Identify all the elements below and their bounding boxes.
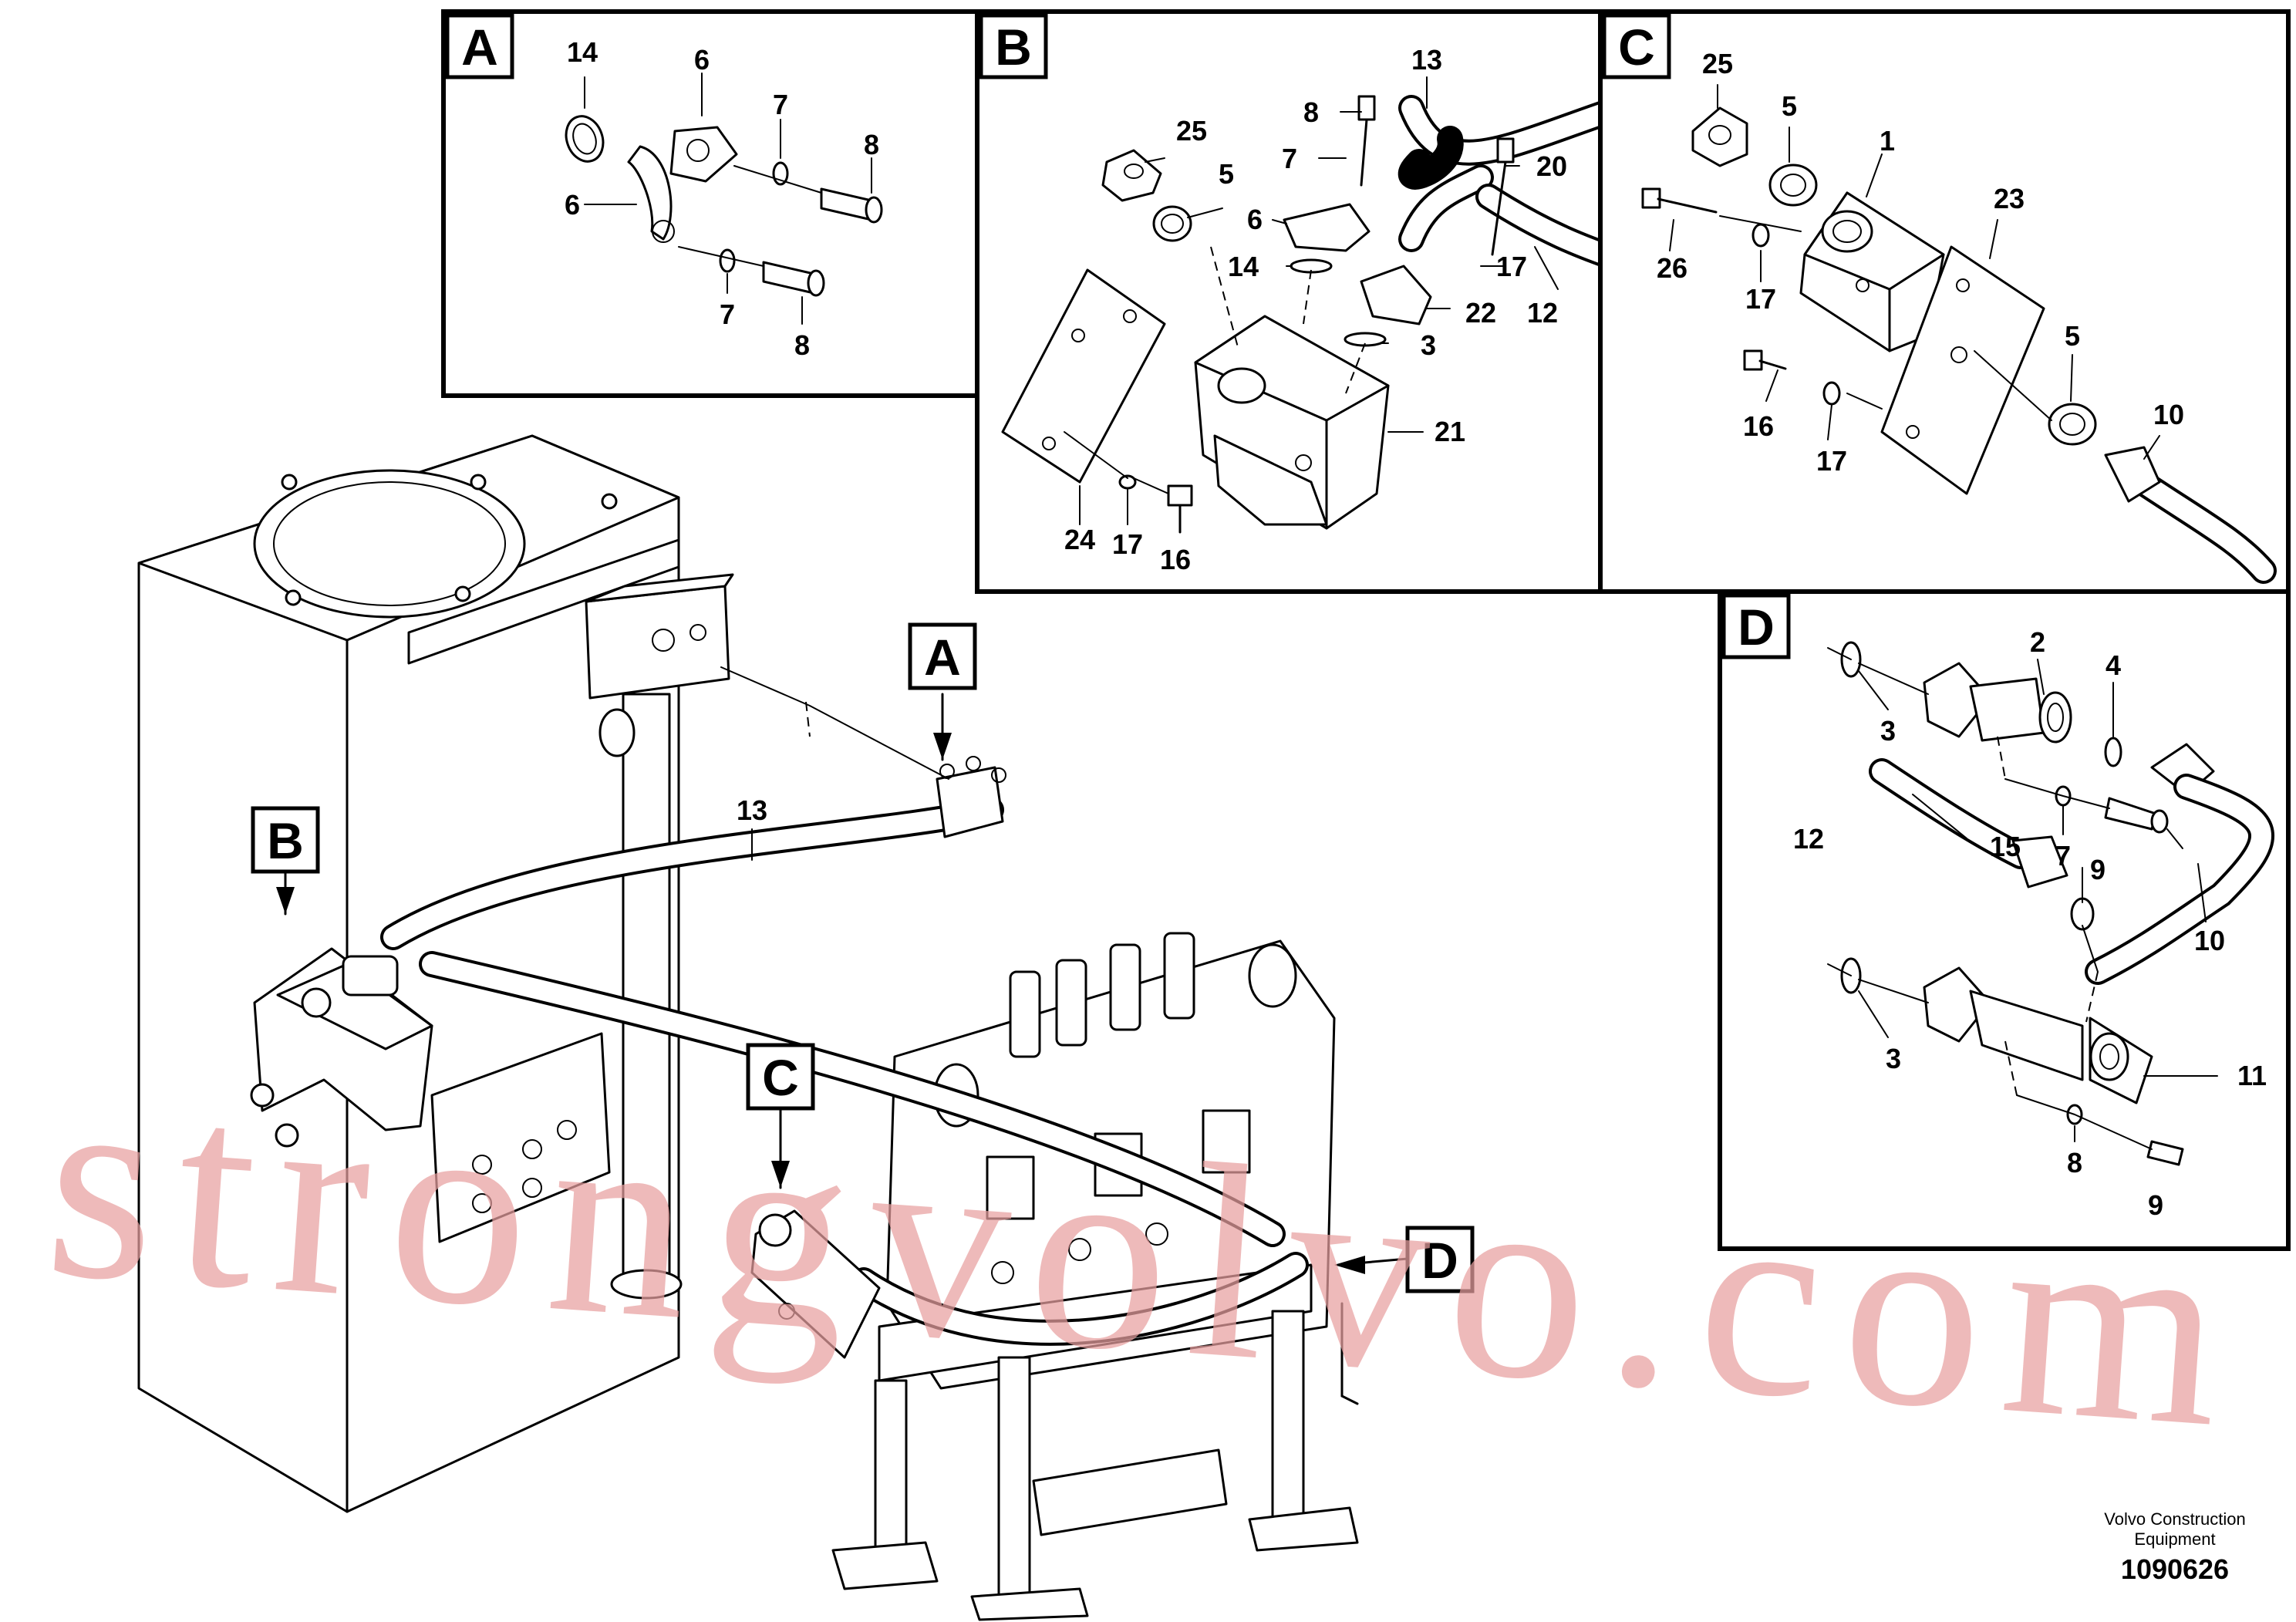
callout-c-26: 26 bbox=[1657, 252, 1687, 284]
callout-d-11: 11 bbox=[2237, 1060, 2267, 1091]
hose-13 bbox=[380, 797, 1309, 1346]
detail-c bbox=[1598, 9, 2291, 594]
callout-c-10: 10 bbox=[2153, 399, 2184, 430]
callout-d-10: 10 bbox=[2194, 925, 2225, 956]
callout-c-17-top: 17 bbox=[1745, 283, 1776, 315]
main-tag-boxes: A B C D bbox=[251, 622, 1475, 1293]
callouts-main: 13 bbox=[737, 794, 767, 826]
detail-a bbox=[441, 9, 979, 398]
hydraulic-tank bbox=[137, 434, 734, 1513]
callout-b-3: 3 bbox=[1421, 329, 1436, 361]
callout-d-9-bottom: 9 bbox=[2148, 1189, 2163, 1221]
detail-d bbox=[1718, 589, 2291, 1251]
callout-b-14: 14 bbox=[1228, 251, 1259, 282]
detail-tag-labels: A B C D bbox=[461, 19, 1775, 656]
callout-d-15: 15 bbox=[1990, 831, 2021, 862]
callout-d-3-top: 3 bbox=[1880, 715, 1896, 747]
callout-c-25: 25 bbox=[1702, 48, 1733, 79]
callouts-d: 2 4 3 7 9 12 15 10 3 11 8 9 bbox=[1793, 626, 2267, 1221]
callout-a-8-bottom: 8 bbox=[794, 329, 810, 361]
callout-a-7-bottom: 7 bbox=[720, 298, 735, 330]
main-assembly bbox=[137, 434, 1409, 1621]
callout-d-9-top: 9 bbox=[2090, 854, 2106, 885]
callout-a-6-top: 6 bbox=[694, 44, 710, 76]
footer: Volvo Construction Equipment 1090626 bbox=[2104, 1509, 2245, 1585]
main-tag-b: B bbox=[267, 812, 304, 869]
callout-d-3-bottom: 3 bbox=[1886, 1043, 1901, 1074]
callout-b-13: 13 bbox=[1411, 44, 1442, 76]
detail-a-tag: A bbox=[461, 19, 498, 76]
main-tag-c: C bbox=[762, 1049, 799, 1106]
callout-b-25: 25 bbox=[1176, 115, 1207, 147]
company-line-1: Volvo Construction bbox=[2104, 1509, 2245, 1529]
callout-b-20: 20 bbox=[1536, 150, 1567, 182]
callout-a-7-top: 7 bbox=[773, 89, 788, 120]
detail-d-tag: D bbox=[1738, 599, 1775, 656]
callout-b-22: 22 bbox=[1465, 297, 1496, 329]
callout-b-6: 6 bbox=[1247, 204, 1263, 235]
callout-c-17-bottom: 17 bbox=[1816, 445, 1847, 477]
callout-d-2: 2 bbox=[2030, 626, 2045, 658]
main-tag-d: D bbox=[1421, 1232, 1458, 1289]
callout-c-23: 23 bbox=[1994, 183, 2025, 214]
detail-b-tag: B bbox=[995, 19, 1032, 76]
block-b-location bbox=[250, 947, 433, 1148]
drawing-number: 1090626 bbox=[2121, 1553, 2229, 1585]
callout-b-21: 21 bbox=[1435, 416, 1465, 447]
callout-a-6-left: 6 bbox=[565, 189, 580, 221]
callout-d-8: 8 bbox=[2067, 1147, 2082, 1179]
callout-b-16: 16 bbox=[1160, 544, 1191, 575]
main-tag-a: A bbox=[924, 629, 961, 686]
callout-d-7: 7 bbox=[2055, 840, 2071, 872]
callouts-c: 25 5 1 23 26 17 16 17 5 10 bbox=[1657, 48, 2184, 477]
callout-a-14: 14 bbox=[567, 36, 598, 68]
company-line-2: Equipment bbox=[2134, 1529, 2215, 1549]
callouts-a: 14 6 7 8 6 7 8 bbox=[565, 36, 879, 361]
block-c-location bbox=[750, 1209, 881, 1359]
callout-b-24: 24 bbox=[1064, 524, 1095, 555]
callout-b-7: 7 bbox=[1282, 143, 1297, 174]
callout-b-5: 5 bbox=[1219, 158, 1234, 190]
detail-c-tag: C bbox=[1618, 19, 1655, 76]
callout-c-5-top: 5 bbox=[1782, 90, 1797, 122]
flange-a-location bbox=[720, 666, 1006, 838]
callout-b-17-bottom: 17 bbox=[1112, 528, 1143, 560]
callout-a-8-top: 8 bbox=[864, 129, 879, 160]
callout-main-13: 13 bbox=[737, 794, 767, 826]
callout-c-16: 16 bbox=[1743, 410, 1774, 442]
callout-c-5-bottom: 5 bbox=[2065, 320, 2080, 352]
callout-c-1: 1 bbox=[1880, 125, 1895, 157]
callout-d-4: 4 bbox=[2106, 649, 2121, 681]
callout-b-8: 8 bbox=[1303, 96, 1319, 128]
callouts-b: 13 8 7 20 25 5 6 14 17 12 22 3 21 24 17 … bbox=[1064, 44, 1567, 575]
callout-d-12: 12 bbox=[1793, 823, 1824, 855]
callout-b-12: 12 bbox=[1527, 297, 1558, 329]
callout-b-17-right: 17 bbox=[1496, 251, 1527, 282]
